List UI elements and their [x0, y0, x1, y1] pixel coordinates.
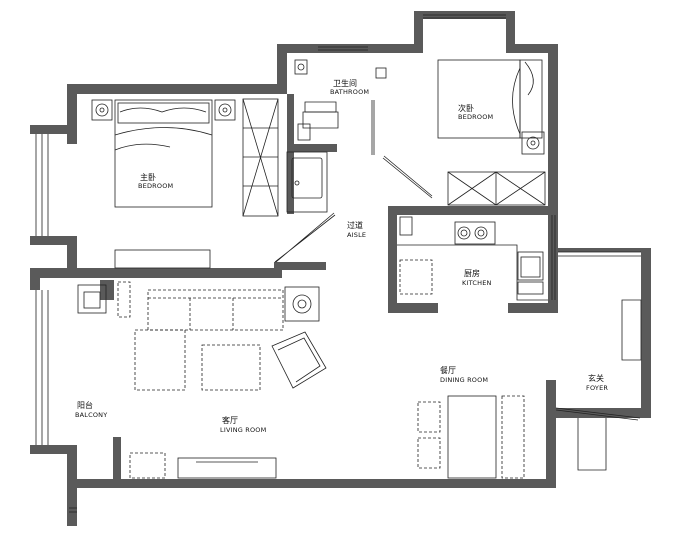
bathroom-en-label: BATHROOM	[330, 88, 369, 96]
dining-room-cn-label: 餐厅	[440, 366, 456, 375]
doors	[274, 100, 641, 421]
room-labels: 主卧 BEDROOM 卫生间 BATHROOM 次卧 BEDROOM 过道 AI…	[75, 78, 608, 434]
foyer-en-label: FOYER	[586, 384, 608, 392]
living-room-en-label: LIVING ROOM	[220, 426, 266, 434]
living-room-cn-label: 客厅	[222, 415, 238, 425]
second-bedroom-cn-label: 次卧	[458, 103, 474, 113]
master-bedroom-en-label: BEDROOM	[138, 182, 173, 190]
aisle-cn-label: 过道	[347, 220, 363, 230]
living-furniture	[77, 281, 525, 479]
aisle-en-label: AISLE	[347, 231, 366, 239]
second-bedroom-furniture	[437, 59, 546, 206]
walls	[30, 11, 651, 526]
kitchen-en-label: KITCHEN	[462, 279, 492, 287]
bathroom-cn-label: 卫生间	[333, 78, 357, 88]
second-bedroom-en-label: BEDROOM	[458, 113, 493, 121]
windows	[35, 14, 642, 513]
bathroom-fixtures	[286, 59, 387, 213]
balcony-en-label: BALCONY	[75, 411, 107, 419]
master-bedroom-furniture	[91, 98, 279, 269]
master-bedroom-cn-label: 主卧	[140, 172, 156, 182]
kitchen-fixtures	[397, 216, 548, 301]
kitchen-cn-label: 厨房	[464, 268, 480, 278]
foyer-cn-label: 玄关	[588, 373, 604, 383]
dining-room-en-label: DINING ROOM	[440, 376, 488, 384]
balcony-cn-label: 阳台	[77, 400, 93, 410]
